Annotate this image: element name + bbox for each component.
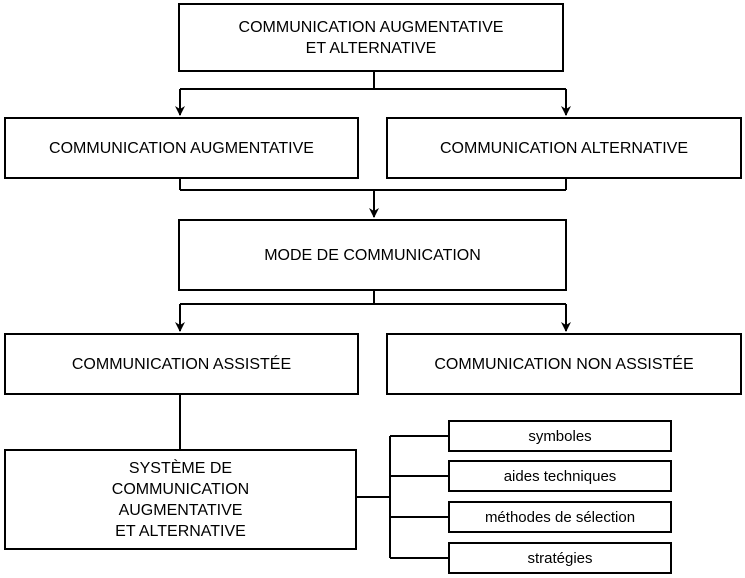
box-communication-non-assistee: COMMUNICATION NON ASSISTÉE [386, 333, 742, 395]
box-caa: COMMUNICATION AUGMENTATIVE ET ALTERNATIV… [178, 3, 564, 72]
component-strategies: stratégies [448, 542, 672, 574]
component-symboles: symboles [448, 420, 672, 452]
box-communication-augmentative: COMMUNICATION AUGMENTATIVE [4, 117, 359, 179]
box-mode-de-communication: MODE DE COMMUNICATION [178, 219, 567, 291]
box-communication-assistee: COMMUNICATION ASSISTÉE [4, 333, 359, 395]
component-aides-techniques: aides techniques [448, 460, 672, 492]
box-communication-alternative: COMMUNICATION ALTERNATIVE [386, 117, 742, 179]
component-methodes-de-selection: méthodes de sélection [448, 501, 672, 533]
box-systeme: SYSTÈME DE COMMUNICATION AUGMENTATIVE ET… [4, 449, 357, 550]
